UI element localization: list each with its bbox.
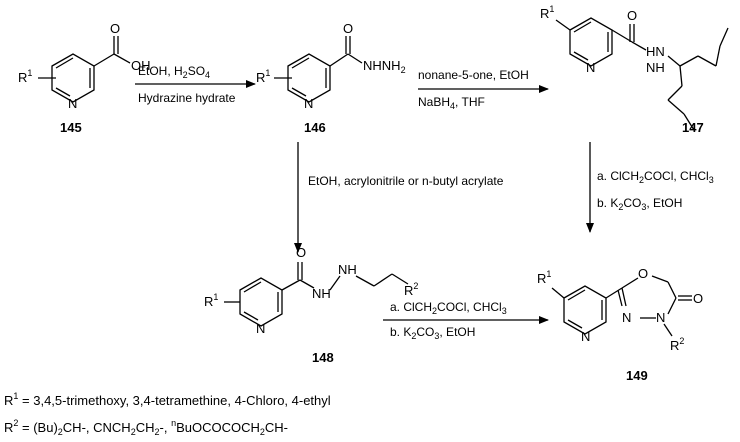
c149-r2-label: R2 [670,336,684,353]
c149-ring-nitrogen: N [581,329,590,344]
compound-number-145: 145 [60,120,82,135]
c146-ring-nitrogen: N [304,96,313,111]
c149-r1-label: R1 [537,269,551,286]
compound-147: O HN NH N R1 147 [540,4,729,135]
c149-n-imine: N [622,310,631,325]
c148-amine-nh: NH [338,262,357,277]
step1-reagent-top: EtOH, H2SO4 [138,64,210,80]
compound-149: O O N N N R1 R2 149 [537,266,703,383]
compound-145: O OH N R1 145 [18,21,151,135]
c146-r1-label: R1 [256,68,270,85]
step2-reagent-top: nonane-5-one, EtOH [418,68,529,82]
c147-hydrazine-nh: HN [646,44,665,59]
c148-oxygen: O [296,245,306,260]
c145-oxygen: O [110,21,120,36]
c147-r1-label: R1 [540,4,554,21]
legend-r2-definition: R2 = (Bu)2CH-, CNCH2CH2-, nBuOCOCOCH2CH- [4,418,288,437]
c148-ring-nitrogen: N [256,321,265,336]
c146-hydrazide-group: NHNH2 [363,58,406,75]
compound-146: O NHNH2 N R1 146 [256,21,406,135]
c146-oxygen: O [343,21,353,36]
step3-reagent: EtOH, acrylonitrile or n-butyl acrylate [308,174,504,188]
c149-n-amide: N [656,310,665,325]
compound-number-146: 146 [304,120,326,135]
step4-reagent-b: b. K2CO3, EtOH [597,196,682,212]
c149-carbonyl-oxygen: O [693,291,703,306]
compound-148: O NH NH N R1 R2 148 [204,245,418,365]
step5-reagent-b: b. K2CO3, EtOH [390,325,475,341]
c148-r1-label: R1 [204,292,218,309]
c147-hydrazine-nh2: NH [646,60,665,75]
c147-oxygen: O [627,8,637,23]
step4-reagent-a: a. ClCH2COCl, CHCl3 [597,169,714,185]
c149-ring-oxygen: O [638,266,648,281]
c148-amide-nh: NH [312,286,331,301]
compound-number-148: 148 [312,350,334,365]
c148-r2-label: R2 [404,281,418,298]
step1-reagent-bottom: Hydrazine hydrate [138,91,236,105]
compound-number-147: 147 [682,120,704,135]
legend-r1-definition: R1 = 3,4,5-trimethoxy, 3,4-tetramethine,… [4,391,331,408]
c145-ring-nitrogen: N [68,96,77,111]
step2-reagent-bottom: NaBH4, THF [418,95,485,111]
step5-reagent-a: a. ClCH2COCl, CHCl3 [390,300,507,316]
compound-number-149: 149 [626,368,648,383]
c147-ring-nitrogen: N [586,60,595,75]
c145-r1-label: R1 [18,68,32,85]
c145-hydroxyl: OH [131,58,151,73]
